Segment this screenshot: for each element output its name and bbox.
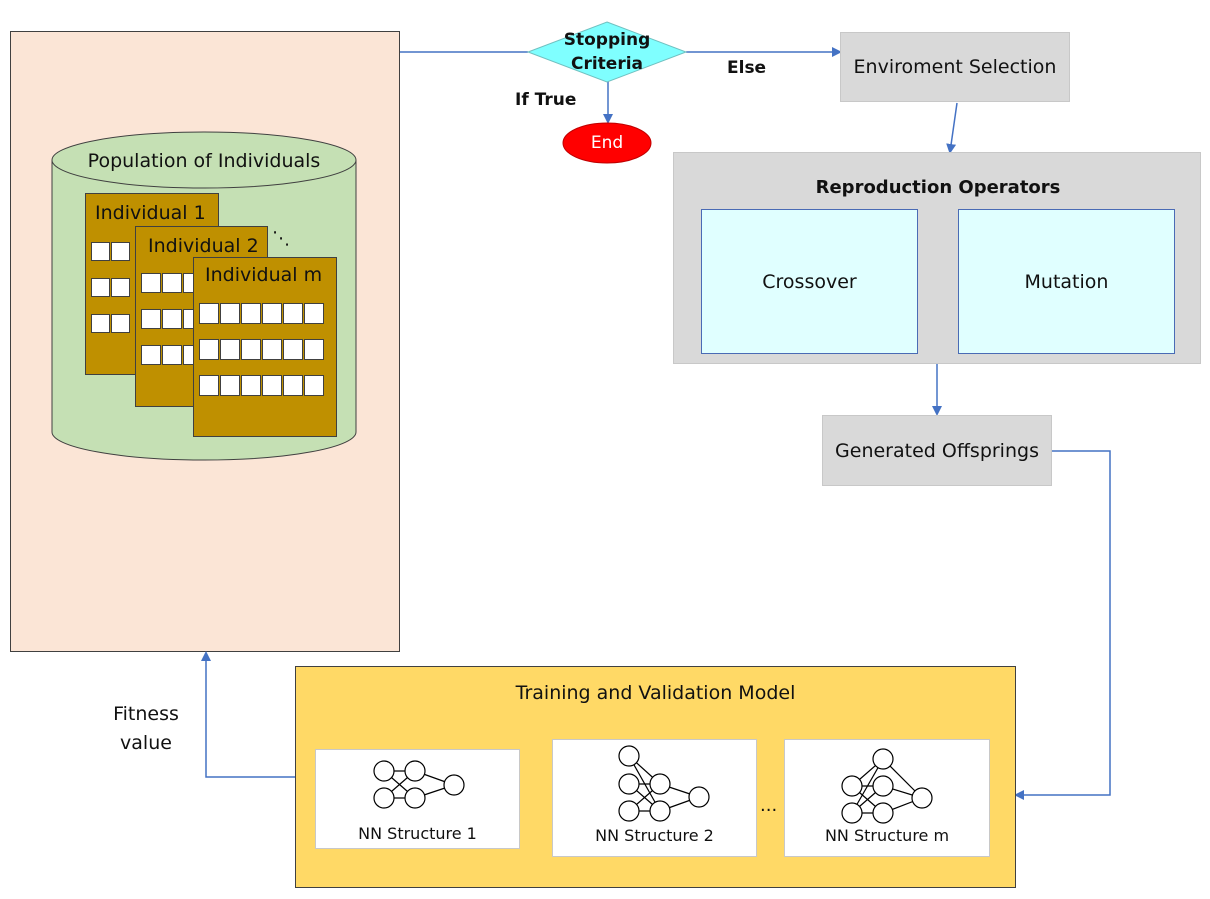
gene-row [199, 303, 324, 324]
arrow-selection-to-reproduction [946, 102, 958, 154]
nn-structure-2-label: NN Structure 2 [595, 825, 714, 845]
individual-label-2: Individual 2 [148, 235, 259, 257]
end-label: End [590, 133, 624, 153]
generated-offsprings-box: Generated Offsprings [822, 415, 1052, 486]
training-validation-panel: Training and Validation Model NN Structu… [295, 666, 1016, 888]
training-validation-title: Training and Validation Model [515, 682, 796, 704]
reproduction-operators-panel: Reproduction Operators Crossover Mutatio… [673, 152, 1201, 364]
gene-row [91, 278, 130, 297]
population-title: Population of Individuals [87, 150, 321, 172]
gene-row [91, 314, 130, 333]
stopping-criteria-line1: Stopping [563, 30, 651, 50]
else-label: Else [727, 58, 767, 78]
nn-structure-1-icon [373, 760, 465, 809]
nn-structure-2-icon [618, 745, 710, 822]
if-true-label: If True [515, 90, 577, 110]
nn-structure-1-box: NN Structure 1 [315, 749, 520, 849]
stopping-criteria-line2: Criteria [570, 54, 644, 74]
fitness-line2: value [120, 732, 172, 754]
stopping-criteria-label: Stopping Criteria [540, 24, 674, 80]
individual-card-m: Individual m [193, 257, 337, 437]
nn-structure-m-label: NN Structure m [824, 825, 950, 845]
reproduction-operators-title: Reproduction Operators [815, 176, 1061, 198]
individual-label-m: Individual m [205, 264, 323, 286]
arrow-fitness-value [201, 651, 296, 778]
stopping-criteria-diamond [526, 21, 688, 83]
nn-structure-m-box: NN Structure m [784, 739, 990, 857]
fitness-line1: Fitness [113, 703, 179, 725]
gene-row [199, 375, 324, 396]
structures-ellipsis: ... [760, 795, 778, 816]
individual-label-1: Individual 1 [95, 202, 206, 224]
environment-selection-box: Enviroment Selection [840, 32, 1070, 102]
gene-row [91, 242, 130, 261]
fitness-value-label: Fitness value [100, 700, 192, 758]
gene-row [199, 339, 324, 360]
end-oval [562, 122, 652, 164]
mutation-box: Mutation [958, 209, 1175, 354]
arrow-offsprings-to-training [1014, 450, 1111, 800]
nn-structure-m-icon [841, 748, 933, 824]
crossover-box: Crossover [701, 209, 918, 354]
nn-structure-2-box: NN Structure 2 [552, 739, 757, 857]
individuals-ellipsis: ⋱ [272, 228, 290, 249]
nn-structure-1-label: NN Structure 1 [358, 823, 477, 843]
